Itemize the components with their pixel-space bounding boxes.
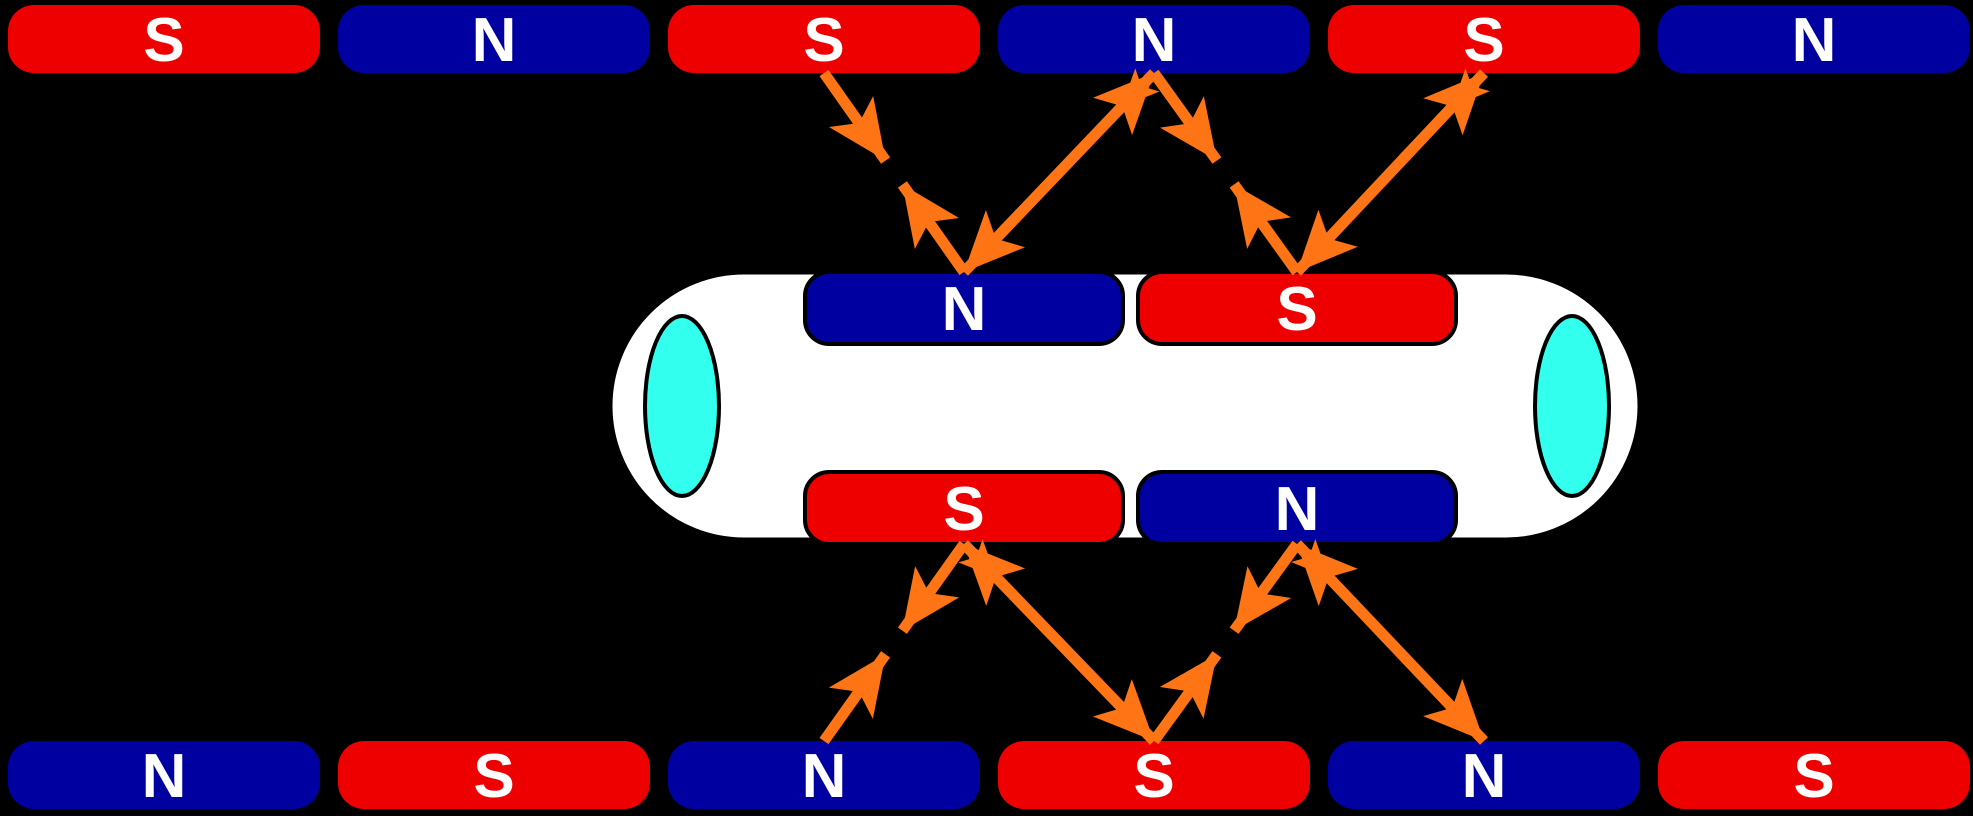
force-arrow-repel-6-train-bottom-1--bottom-track-4 xyxy=(958,539,1158,745)
bottom-track-magnet-6-body xyxy=(1658,741,1970,809)
force-arrow-repel-4-train-top-2--top-track-5 xyxy=(1292,68,1490,276)
force-arrowhead xyxy=(1291,538,1329,578)
top-track-magnet-1: S xyxy=(8,5,320,75)
bottom-track-magnet-2: S xyxy=(338,741,650,811)
bottom-track-magnet-4: S xyxy=(998,741,1310,811)
force-arrowhead xyxy=(964,209,1025,272)
force-arrowhead xyxy=(958,539,997,578)
top-track-magnet-6-body xyxy=(1658,5,1970,73)
top-track-magnet-3: S xyxy=(668,5,980,75)
bottom-track-magnet-6-label: S xyxy=(1793,742,1834,811)
top-track-magnet-2-label: N xyxy=(472,6,517,75)
top-track-magnet-6: N xyxy=(1658,5,1970,75)
top-track-magnet-2-body xyxy=(338,5,650,73)
train-magnet-top-2: S xyxy=(1136,270,1458,346)
bottom-track-magnet-4-body xyxy=(998,741,1310,809)
train-magnet-top-1-label: N xyxy=(942,275,987,344)
train-magnet-bottom-2-label: N xyxy=(1275,475,1320,544)
train-window-left xyxy=(643,314,721,498)
force-arrow-attract-1-top-track-3--train-top-1 xyxy=(819,69,969,276)
bottom-track-magnet-1: N xyxy=(8,741,320,811)
force-arrowhead xyxy=(1452,68,1490,107)
bottom-track-magnet-4-label: S xyxy=(1133,742,1174,811)
bottom-track-magnet-1-body xyxy=(8,741,320,809)
force-arrowhead xyxy=(1092,679,1154,741)
bottom-track-magnet-6: S xyxy=(1658,741,1970,811)
force-arrow-attract-5-train-bottom-1--bottom-track-3 xyxy=(819,540,969,745)
top-track-magnet-5-body xyxy=(1328,5,1640,73)
top-track-magnet-6-label: N xyxy=(1792,6,1837,75)
top-track-magnet-3-label: S xyxy=(803,6,844,75)
force-arrow-repel-2-train-top-1--top-track-4 xyxy=(960,68,1160,276)
force-arrowhead xyxy=(1234,184,1292,249)
force-arrowhead xyxy=(902,184,960,250)
top-track-magnet-4-label: N xyxy=(1132,6,1177,75)
top-track-magnet-2: N xyxy=(338,5,650,75)
force-arrowhead xyxy=(1159,96,1217,161)
train-magnet-bottom-2: N xyxy=(1136,470,1458,546)
top-track-magnet-4: N xyxy=(998,5,1310,75)
force-arrowhead xyxy=(1159,654,1217,719)
force-arrowhead xyxy=(828,654,886,719)
train-magnet-bottom-1: S xyxy=(803,470,1125,546)
train-magnet-bottom-1-label: S xyxy=(943,475,984,544)
bottom-track-magnet-5-label: N xyxy=(1462,742,1507,811)
train-magnet-top-2-label: S xyxy=(1276,275,1317,344)
bottom-track-magnet-1-label: N xyxy=(142,742,187,811)
force-arrowhead xyxy=(1121,68,1160,107)
force-arrowhead xyxy=(1297,209,1358,272)
bottom-track-magnet-3: N xyxy=(668,741,980,811)
bottom-track-magnet-2-body xyxy=(338,741,650,809)
top-track-magnet-1-body xyxy=(8,5,320,73)
top-track-magnet-3-body xyxy=(668,5,980,73)
top-track-magnet-1-label: S xyxy=(143,6,184,75)
bottom-track-magnet-3-body xyxy=(668,741,980,809)
force-arrowhead xyxy=(1234,566,1292,631)
bottom-track-magnet-2-label: S xyxy=(473,742,514,811)
train-magnet-top-1: N xyxy=(803,270,1125,346)
force-arrowhead xyxy=(1423,678,1484,741)
top-track-magnet-5: S xyxy=(1328,5,1640,75)
force-arrowhead xyxy=(828,95,886,161)
bottom-track-magnet-5: N xyxy=(1328,741,1640,811)
force-arrow-repel-8-train-bottom-2--bottom-track-5 xyxy=(1291,538,1488,745)
force-arrow-attract-7-train-bottom-2--bottom-track-4 xyxy=(1149,540,1302,745)
bottom-track-magnet-5-body xyxy=(1328,741,1640,809)
bottom-track-magnet-3-label: N xyxy=(802,742,847,811)
force-arrowhead xyxy=(902,566,960,631)
top-track-magnet-4-body xyxy=(998,5,1310,73)
top-track-magnet-5-label: S xyxy=(1463,6,1504,75)
force-arrow-attract-3-top-track-4--train-top-2 xyxy=(1149,69,1302,276)
train-window-right xyxy=(1533,314,1611,498)
